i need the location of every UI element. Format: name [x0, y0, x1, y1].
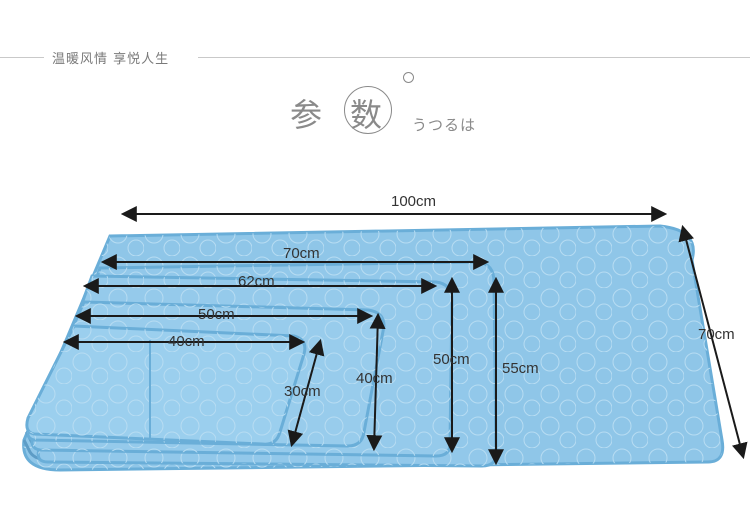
degree-ring-icon — [403, 72, 414, 83]
label-50cm: 50cm — [198, 306, 235, 323]
label-30cm: 30cm — [284, 383, 321, 400]
title-char-shu: 数 — [350, 96, 383, 134]
title-char-can: 参 — [290, 96, 323, 134]
title-kana: うつるは — [412, 116, 477, 134]
label-40cm: 40cm — [168, 333, 205, 350]
title-circle-outline — [344, 86, 392, 134]
label-70cm-height: 70cm — [698, 326, 735, 343]
label-100cm: 100cm — [391, 193, 436, 210]
header-divider-left — [0, 57, 44, 58]
label-50cm-height: 50cm — [433, 351, 470, 368]
arrow-30cm — [287, 338, 325, 448]
header-divider-right — [198, 57, 750, 58]
header-tagline: 温暖风情 享悦人生 — [52, 52, 170, 67]
label-55cm: 55cm — [502, 360, 539, 377]
dimension-arrows — [62, 206, 748, 466]
label-62cm: 62cm — [238, 273, 275, 290]
arrow-40cm-height — [366, 312, 386, 452]
label-40cm-height: 40cm — [356, 370, 393, 387]
arrow-70cm-height — [678, 224, 748, 460]
label-70cm-width: 70cm — [283, 245, 320, 262]
